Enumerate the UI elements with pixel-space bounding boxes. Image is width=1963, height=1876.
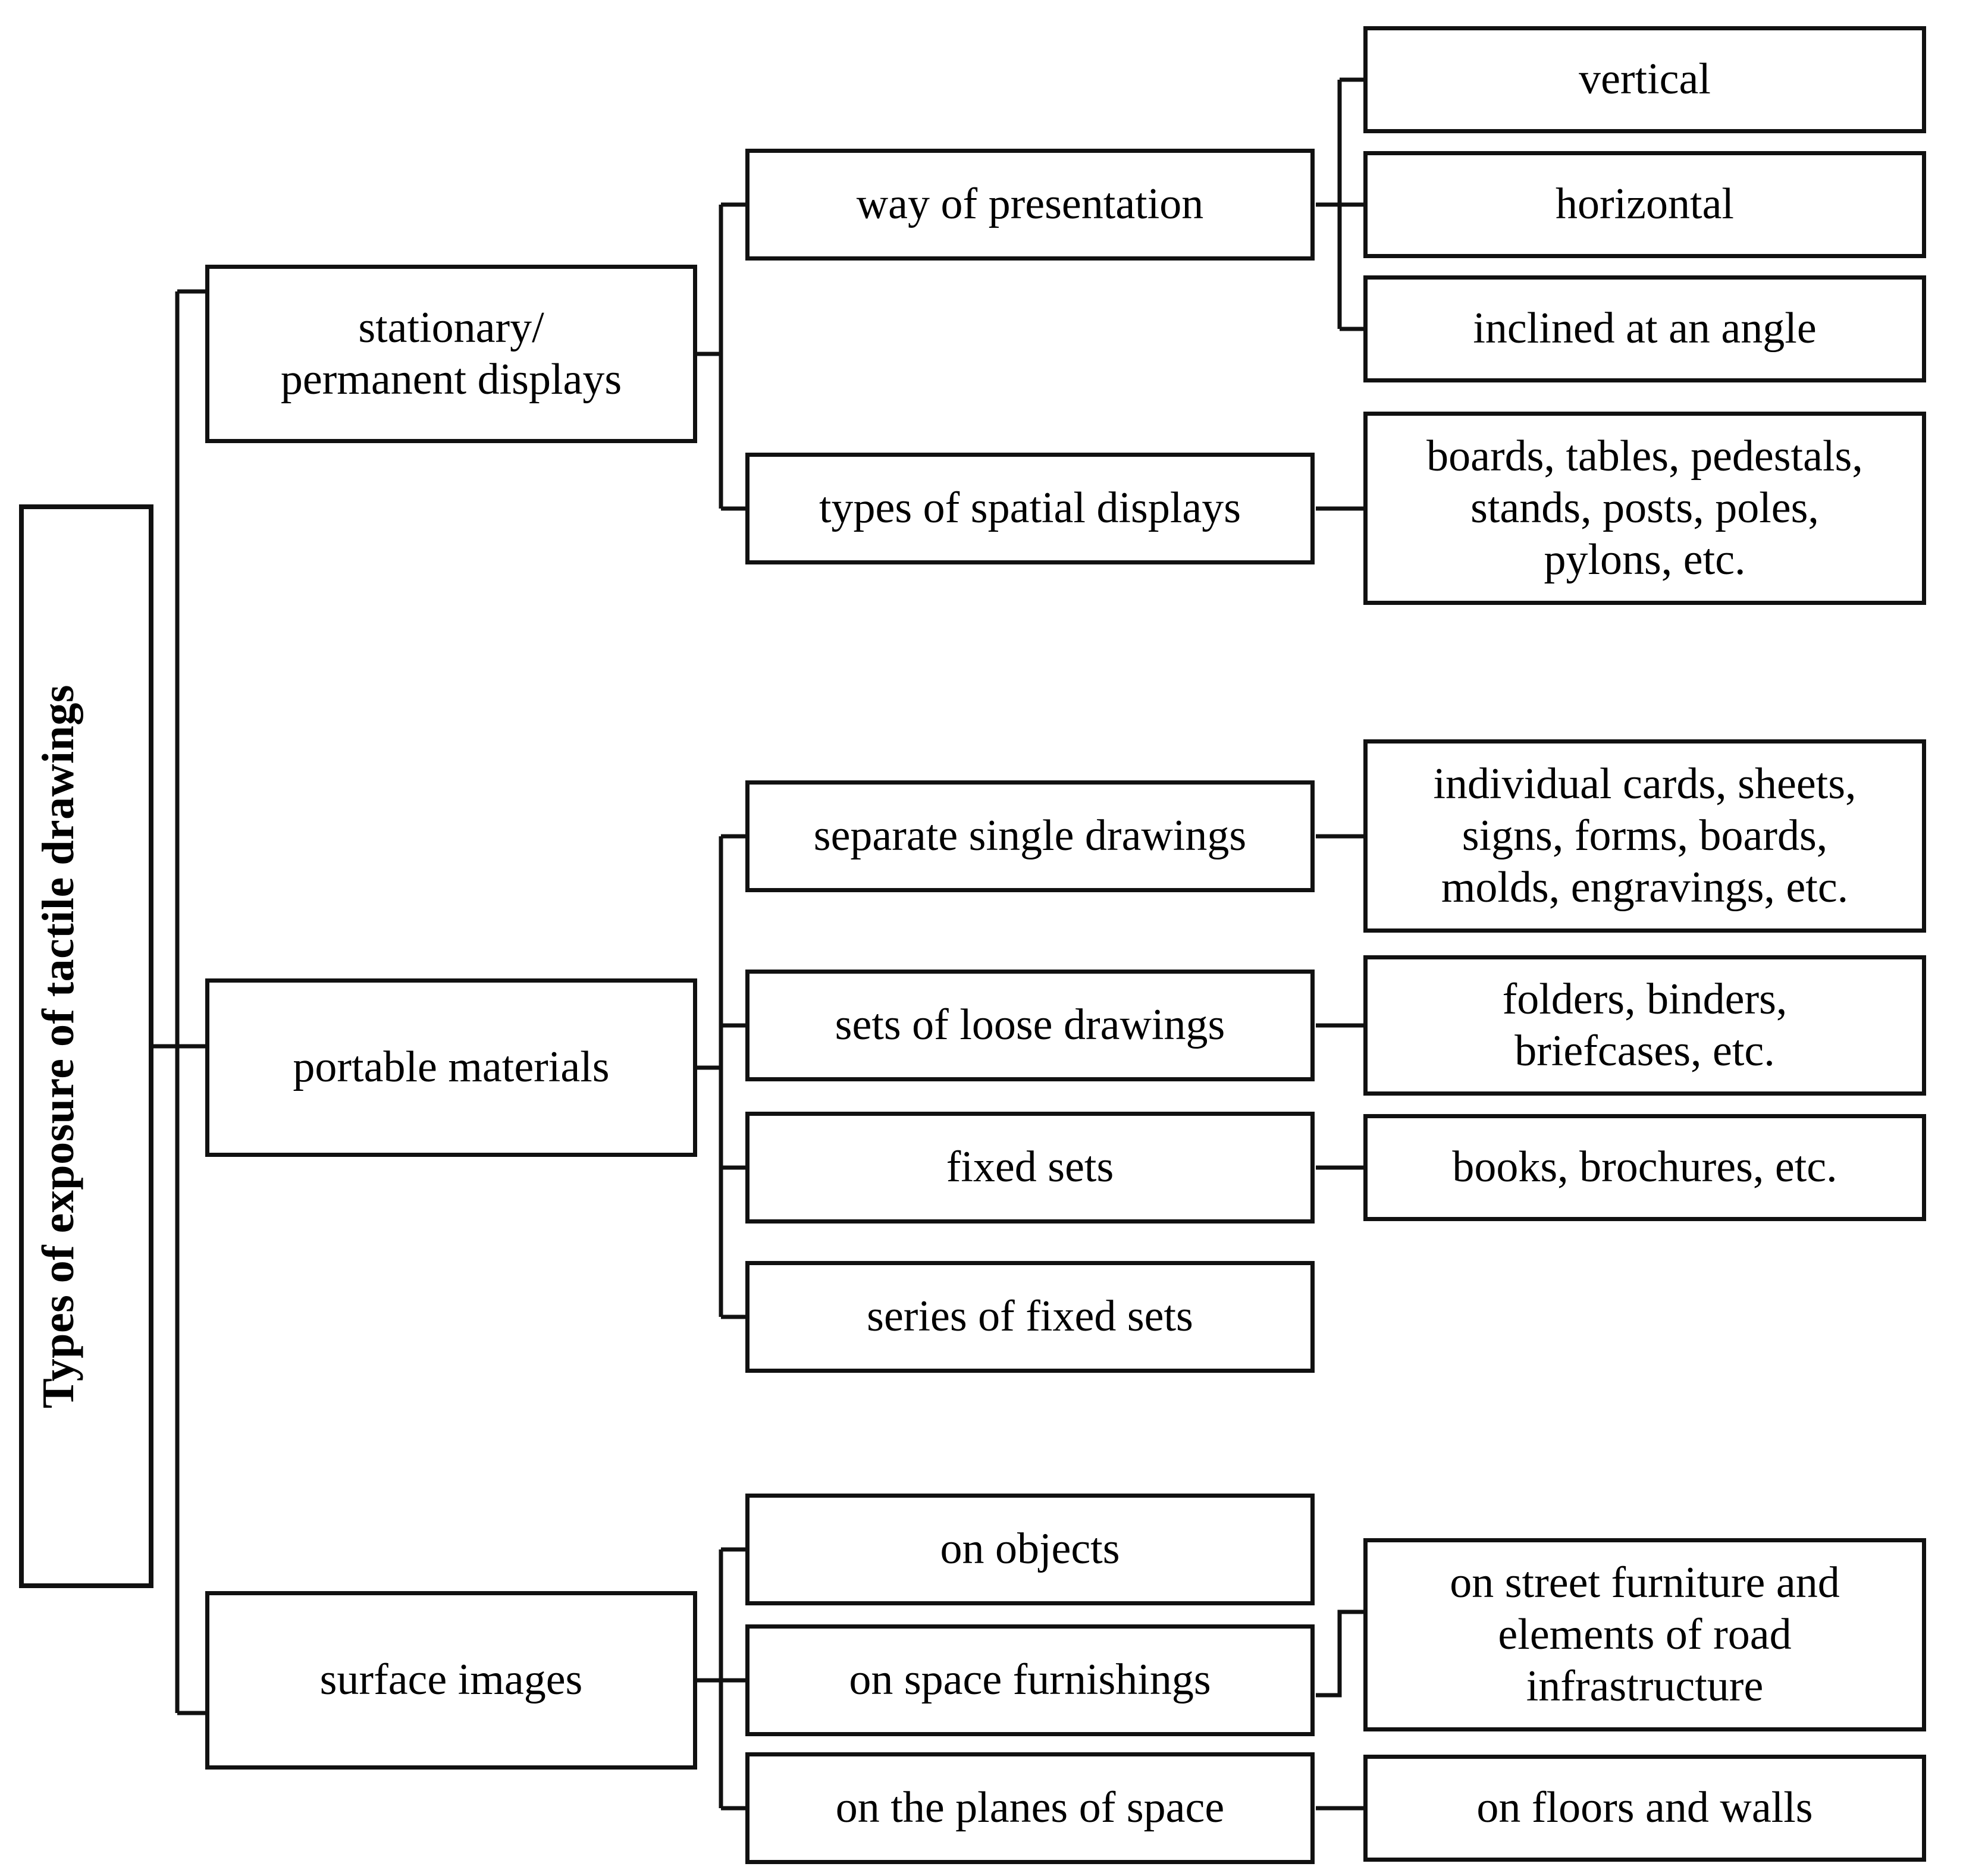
node-label: folders, binders,briefcases, etc. bbox=[1502, 974, 1788, 1075]
node-label: books, brochures, etc. bbox=[1452, 1143, 1837, 1192]
node-label: portable materials bbox=[293, 1043, 610, 1092]
node-label: on space furnishings bbox=[849, 1655, 1211, 1705]
edge-to-on-street-furniture bbox=[1316, 1610, 1363, 1698]
node-individual-cards-sheets[interactable]: individual cards, sheets,signs, forms, b… bbox=[1363, 739, 1926, 933]
node-label: way of presentation bbox=[856, 180, 1204, 229]
node-label: individual cards, sheets,signs, forms, b… bbox=[1433, 759, 1857, 912]
node-label: surface images bbox=[319, 1655, 583, 1705]
node-label: on floors and walls bbox=[1476, 1783, 1813, 1833]
node-boards-tables-pedestals[interactable]: boards, tables, pedestals,stands, posts,… bbox=[1363, 412, 1926, 605]
node-on-objects[interactable]: on objects bbox=[745, 1494, 1315, 1605]
node-types-of-spatial-displays[interactable]: types of spatial displays bbox=[745, 453, 1315, 564]
node-sets-of-loose-drawings[interactable]: sets of loose drawings bbox=[745, 970, 1315, 1081]
node-series-of-fixed-sets[interactable]: series of fixed sets bbox=[745, 1261, 1315, 1373]
node-separate-single-drawings[interactable]: separate single drawings bbox=[745, 780, 1315, 892]
root-node[interactable]: Types of exposure of tactile drawings bbox=[19, 504, 153, 1588]
node-stationary-permanent-displays[interactable]: stationary/permanent displays bbox=[205, 265, 697, 443]
node-label: on the planes of space bbox=[835, 1783, 1225, 1833]
node-portable-materials[interactable]: portable materials bbox=[205, 978, 697, 1157]
node-horizontal[interactable]: horizontal bbox=[1363, 151, 1926, 258]
node-label: series of fixed sets bbox=[867, 1292, 1193, 1341]
root-label: Types of exposure of tactile drawings bbox=[33, 684, 83, 1408]
node-fixed-sets[interactable]: fixed sets bbox=[745, 1112, 1315, 1224]
node-books-brochures[interactable]: books, brochures, etc. bbox=[1363, 1114, 1926, 1221]
node-on-the-planes-of-space[interactable]: on the planes of space bbox=[745, 1752, 1315, 1864]
node-on-space-furnishings[interactable]: on space furnishings bbox=[745, 1624, 1315, 1736]
node-vertical[interactable]: vertical bbox=[1363, 26, 1926, 133]
node-label: on objects bbox=[940, 1524, 1120, 1574]
node-label: fixed sets bbox=[946, 1143, 1114, 1192]
node-way-of-presentation[interactable]: way of presentation bbox=[745, 149, 1315, 261]
node-inclined-at-an-angle[interactable]: inclined at an angle bbox=[1363, 275, 1926, 382]
node-surface-images[interactable]: surface images bbox=[205, 1591, 697, 1770]
node-label: separate single drawings bbox=[813, 811, 1247, 861]
node-label: types of spatial displays bbox=[819, 484, 1241, 533]
node-on-floors-and-walls[interactable]: on floors and walls bbox=[1363, 1755, 1926, 1862]
node-label: horizontal bbox=[1555, 180, 1734, 229]
node-label: boards, tables, pedestals,stands, posts,… bbox=[1426, 431, 1863, 585]
node-label: inclined at an angle bbox=[1473, 304, 1817, 353]
node-label: vertical bbox=[1579, 55, 1711, 104]
node-label: sets of loose drawings bbox=[835, 1000, 1225, 1050]
node-label: stationary/permanent displays bbox=[280, 303, 622, 404]
node-folders-binders-briefcases[interactable]: folders, binders,briefcases, etc. bbox=[1363, 955, 1926, 1096]
